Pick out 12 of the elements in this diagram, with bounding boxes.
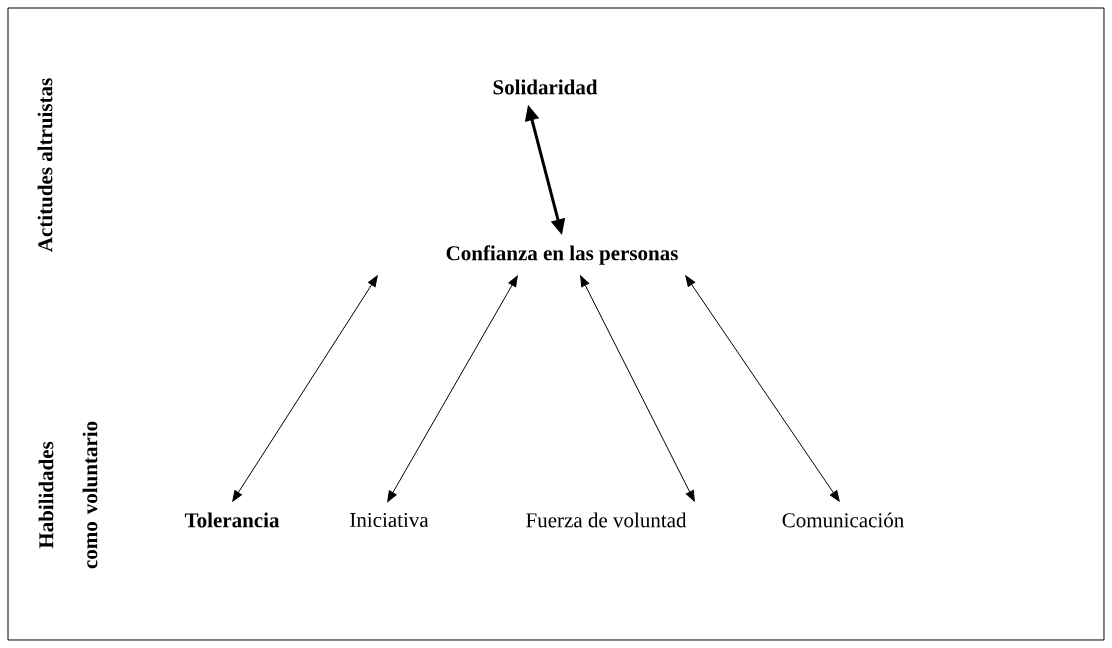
double-arrow [232, 275, 378, 502]
node-label: Solidaridad [493, 79, 598, 95]
node-label: Tolerancia [184, 512, 280, 528]
node-label: Comunicación [782, 512, 904, 528]
double-arrow [387, 275, 518, 502]
node-label: Fuerza de voluntad [526, 512, 687, 528]
double-arrow [580, 275, 695, 502]
node-label: Iniciativa [350, 512, 429, 528]
double-arrow [685, 275, 840, 502]
node-label: Confianza en las personas [446, 245, 678, 265]
side-label: Habilidades como voluntario [38, 421, 98, 569]
side-label: Actitudes altruistas [37, 78, 53, 252]
